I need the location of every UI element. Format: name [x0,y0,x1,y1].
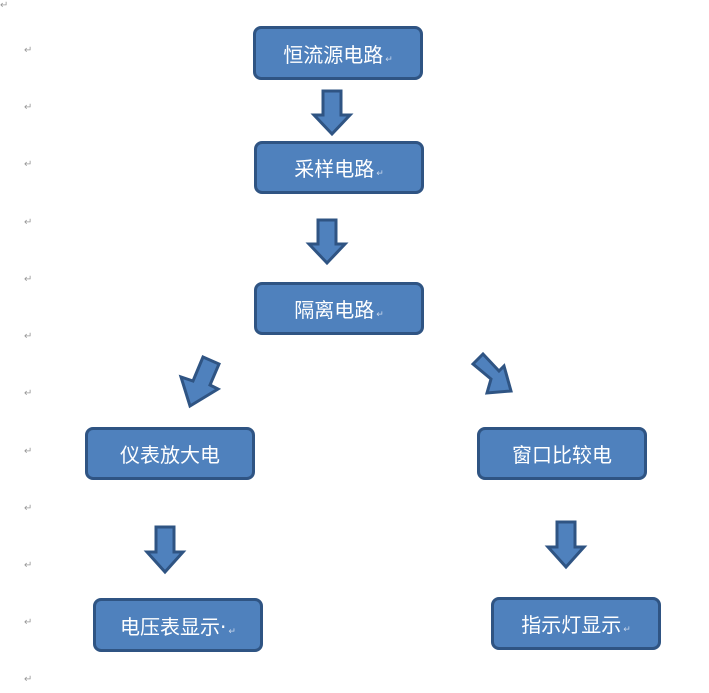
node-label: 电压表显示· [120,614,227,639]
node-label: 隔离电路 [294,298,375,322]
paragraph-mark: ↵ [228,627,236,637]
node-label: 窗口比较电 [512,443,612,467]
node-voltmeter-display[interactable]: 电压表显示·↵ [93,598,263,652]
node-label: 指示灯显示 [521,613,622,637]
node-indicator-display[interactable]: 指示灯显示↵ [491,597,661,650]
node-label: 恒流源电路 [283,42,384,67]
paragraph-mark: ↵ [24,560,33,571]
paragraph-mark: ↵ [24,503,33,514]
node-label: 仪表放大电 [120,443,220,467]
paragraph-mark: ↵ [24,674,33,685]
arrow-down-icon [143,525,187,575]
arrow-down-icon [305,218,349,266]
arrow-down-icon [310,89,354,137]
paragraph-mark: ↵ [24,388,33,399]
paragraph-mark: ↵ [24,446,33,457]
paragraph-mark: ↵ [24,217,33,228]
paragraph-mark: ↵ [623,625,631,635]
node-window-comparator[interactable]: 窗口比较电 [477,427,647,480]
paragraph-mark: ↵ [0,0,9,11]
arrow-down-right-icon [470,351,513,395]
paragraph-mark: ↵ [376,310,384,320]
paragraph-mark: ↵ [24,331,33,342]
paragraph-mark: ↵ [385,55,393,65]
node-isolation-circuit[interactable]: 隔离电路↵ [254,282,424,335]
arrow-down-icon [544,520,588,570]
paragraph-mark: ↵ [24,102,33,113]
arrow-down-left-icon [178,355,222,409]
paragraph-mark: ↵ [376,169,384,179]
node-label: 采样电路 [294,157,375,181]
paragraph-mark: ↵ [24,45,33,56]
paragraph-mark: ↵ [24,159,33,170]
paragraph-mark: ↵ [24,274,33,285]
node-sampling-circuit[interactable]: 采样电路↵ [254,141,424,194]
node-instrument-amplifier[interactable]: 仪表放大电 [85,427,255,480]
paragraph-mark: ↵ [24,617,33,628]
node-constant-current-source[interactable]: 恒流源电路↵ [253,26,423,80]
